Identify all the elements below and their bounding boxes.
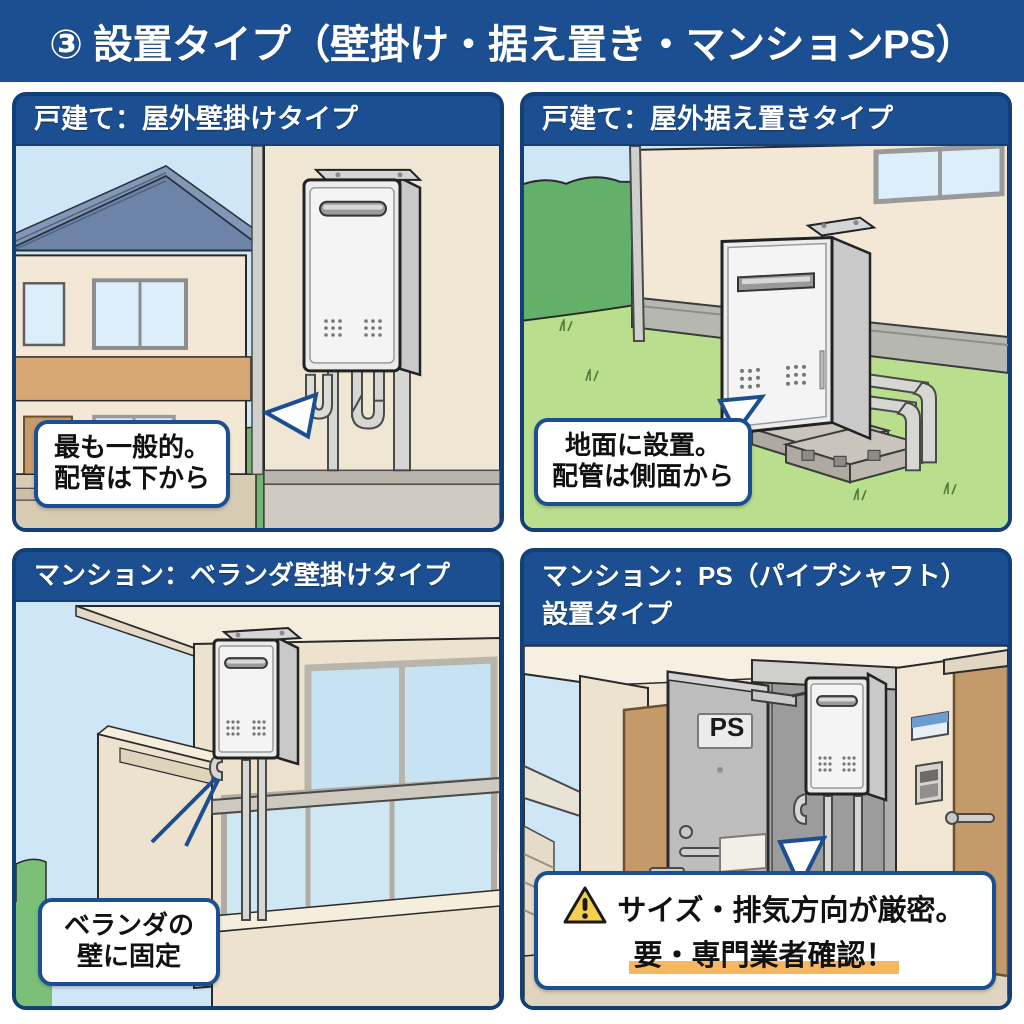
page-title: ③ 設置タイプ（壁掛け・据え置き・マンションPS） [49, 23, 975, 67]
callout-bubble-balcony: ベランダの 壁に固定 [38, 897, 220, 986]
illustration-detached-floor-stand: 地面に設置。 配管は側面から [524, 144, 1008, 528]
bubble-tail [777, 835, 828, 891]
bubble-line-2: 壁に固定 [76, 940, 181, 971]
illustration-condo-ps-shaft: PS サイズ・排気方向が厳密。 [524, 644, 1008, 1006]
ps-door-label: PS [709, 712, 745, 742]
water-heater-unit [302, 168, 423, 377]
panel-detached-floor-stand: 戸建て：屋外据え置きタイプ [520, 92, 1012, 532]
bubble-line-2: 配管は側面から [552, 460, 735, 491]
panel-condo-balcony: マンション：ベランダ壁掛けタイプ [12, 548, 504, 1010]
bubble-tail [716, 394, 767, 437]
panel-header-detached-floor-stand: 戸建て：屋外据え置きタイプ [524, 96, 1008, 144]
callout-bubble-ps-warning: サイズ・排気方向が厳密。 要・専門業者確認！ [534, 871, 996, 990]
panel-detached-wall-mount: 戸建て：屋外壁掛けタイプ [12, 92, 504, 532]
water-heater-unit [804, 671, 888, 802]
water-heater-unit [720, 216, 877, 441]
warning-line-2: 要・専門業者確認！ [629, 932, 899, 974]
page-header-bar: ③ 設置タイプ（壁掛け・据え置き・マンションPS） [0, 0, 1024, 82]
illustration-detached-wall-mount: 最も一般的。 配管は下から [16, 144, 500, 528]
bubble-line-1: 最も一般的。 [53, 431, 210, 462]
panel-header-condo-balcony: マンション：ベランダ壁掛けタイプ [16, 552, 500, 600]
panel-title: 戸建て：屋外据え置きタイプ [542, 104, 893, 135]
bubble-tail [150, 776, 220, 847]
panel-condo-ps-shaft: マンション：PS（パイプシャフト） 設置タイプ [520, 548, 1012, 1010]
bubble-tail-svg [777, 835, 828, 891]
scene-svg [524, 146, 1008, 528]
water-heater-unit [212, 626, 303, 766]
panel-title-line-2: 設置タイプ [542, 598, 673, 629]
panel-title: マンション：ベランダ壁掛けタイプ [34, 560, 451, 591]
warning-line-1: サイズ・排気方向が厳密。 [617, 894, 965, 927]
callout-bubble-wall-mount: 最も一般的。 配管は下から [34, 419, 230, 508]
callout-bubble-floor-stand: 地面に設置。 配管は側面から [534, 417, 752, 506]
panel-header-detached-wall-mount: 戸建て：屋外壁掛けタイプ [16, 96, 500, 144]
panel-title-line-1: マンション：PS（パイプシャフト） [542, 561, 967, 591]
panel-grid: 戸建て：屋外壁掛けタイプ [12, 92, 1012, 1014]
panel-title: 戸建て：屋外壁掛けタイプ [34, 104, 358, 135]
illustration-condo-balcony: ベランダの 壁に固定 [16, 600, 500, 1006]
bubble-line-1: 地面に設置。 [564, 429, 721, 460]
ps-door-plate [697, 713, 753, 749]
panel-header-condo-ps-shaft: マンション：PS（パイプシャフト） 設置タイプ [524, 552, 1008, 644]
bubble-line-2: 配管は下から [53, 462, 210, 493]
bubble-tail [261, 391, 319, 440]
warning-triangle-icon [563, 885, 607, 930]
bubble-line-1: ベランダの [63, 909, 194, 940]
